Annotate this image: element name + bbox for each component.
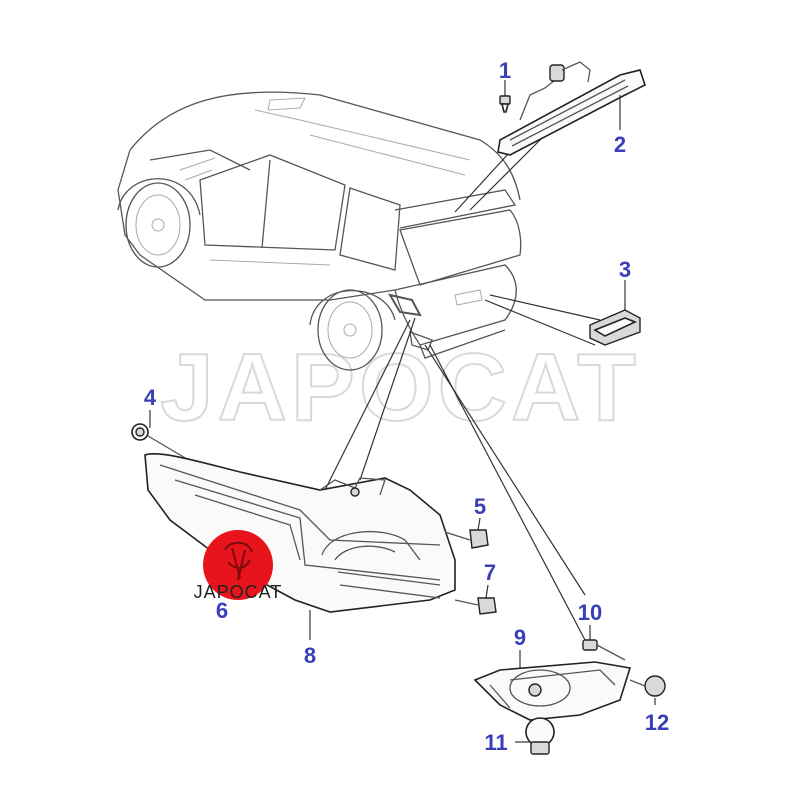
vehicle-outline (117, 91, 522, 371)
leader-lines (324, 129, 601, 641)
callout-2: 2 (614, 132, 626, 157)
callout-8: 8 (304, 643, 316, 668)
callout-12: 12 (645, 710, 669, 735)
callout-labels: 1 2 3 4 5 6 7 8 9 10 11 12 (144, 58, 669, 755)
part-12-bulb-holder (629, 675, 666, 705)
part-2-high-mount-stop-lamp (497, 61, 646, 156)
part-11-bulb (515, 717, 555, 755)
part-4-grommet (131, 410, 193, 463)
japocat-logo: JAPOCAT (194, 530, 283, 602)
callout-6: 6 (216, 598, 228, 623)
part-7-nut (454, 584, 497, 615)
callout-10: 10 (578, 600, 602, 625)
callout-4: 4 (144, 385, 157, 410)
part-3-licence-plate-lamp (589, 280, 641, 346)
part-5-bolt (444, 517, 489, 549)
callout-11: 11 (484, 730, 507, 755)
callout-3: 3 (619, 257, 631, 282)
part-1-screw (499, 80, 511, 113)
callout-7: 7 (484, 560, 496, 585)
callout-5: 5 (474, 494, 486, 519)
watermark-text: JAPOCAT (160, 334, 640, 441)
part-8-rear-lamp-assembly (144, 453, 456, 640)
callout-1: 1 (499, 58, 511, 83)
callout-9: 9 (514, 625, 526, 650)
logo-mark-icon (224, 541, 253, 581)
logo-circle (203, 530, 273, 600)
part-10-screw (582, 625, 626, 661)
part-9-rear-fog-lamp (473, 650, 632, 721)
logo-text: JAPOCAT (194, 582, 283, 602)
